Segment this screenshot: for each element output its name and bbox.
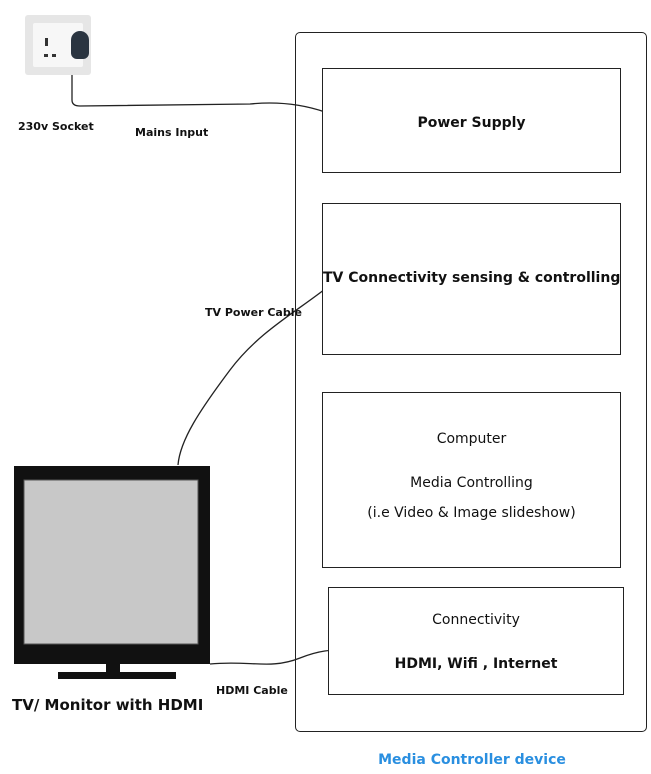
tv-stand-base bbox=[58, 672, 176, 679]
socket-label: 230v Socket bbox=[18, 120, 94, 133]
tv-power-cable bbox=[177, 281, 335, 466]
power-supply-block: Power Supply bbox=[322, 68, 621, 173]
connectivity-line1: HDMI, Wifi , Internet bbox=[394, 656, 558, 672]
mains-cable bbox=[71, 50, 326, 113]
connectivity-title: Connectivity bbox=[432, 612, 520, 628]
socket-earth-slot bbox=[45, 38, 48, 46]
wall-socket-icon bbox=[25, 15, 91, 75]
socket-live-slot bbox=[44, 54, 48, 57]
socket-neutral-slot bbox=[52, 54, 56, 57]
hdmi-cable-label: HDMI Cable bbox=[216, 684, 288, 697]
socket-faceplate bbox=[33, 23, 89, 67]
computer-title: Computer bbox=[436, 431, 507, 447]
tv-screen bbox=[23, 479, 199, 645]
computer-block: Computer Media Controlling (i.e Video & … bbox=[322, 392, 621, 568]
tv-power-cable-label: TV Power Cable bbox=[205, 306, 302, 319]
tv-control-block: TV Connectivity sensing & controlling bbox=[322, 203, 621, 355]
tv-control-title: TV Connectivity sensing & controlling bbox=[323, 270, 621, 286]
mains-input-label: Mains Input bbox=[135, 126, 209, 139]
tv-stand-neck bbox=[106, 664, 120, 672]
connectivity-block: Connectivity HDMI, Wifi , Internet bbox=[328, 587, 624, 695]
media-controller-device bbox=[295, 32, 647, 732]
tv-label: TV/ Monitor with HDMI bbox=[12, 696, 204, 714]
tv-monitor-icon bbox=[14, 466, 210, 679]
plug-icon bbox=[71, 31, 89, 59]
computer-line2: (i.e Video & Image slideshow) bbox=[367, 505, 576, 521]
device-label: Media Controller device bbox=[378, 752, 566, 768]
power-supply-title: Power Supply bbox=[417, 115, 526, 131]
computer-line1: Media Controlling bbox=[410, 475, 533, 491]
